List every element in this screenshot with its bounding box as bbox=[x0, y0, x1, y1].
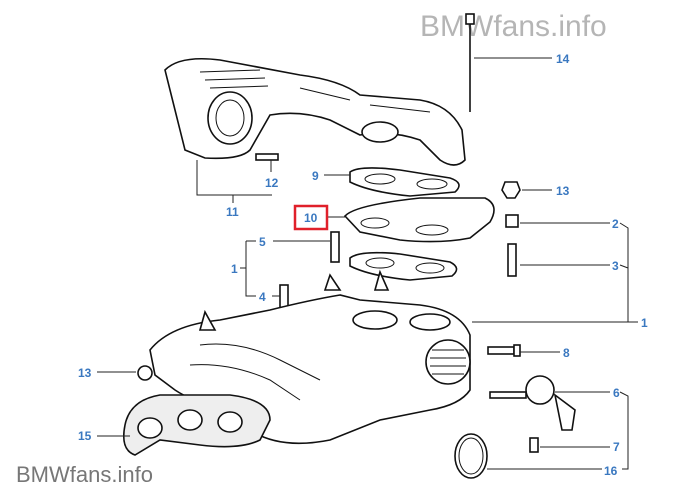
label-2[interactable]: 2 bbox=[612, 217, 619, 231]
nut-13-left bbox=[137, 365, 153, 381]
gasket-15 bbox=[122, 394, 271, 456]
label-16[interactable]: 16 bbox=[604, 464, 618, 478]
label-9[interactable]: 9 bbox=[312, 169, 319, 183]
nut-13 bbox=[501, 181, 521, 199]
stud-12 bbox=[255, 153, 279, 161]
watermark-bottom: BMWfans.info bbox=[16, 462, 153, 487]
label-8[interactable]: 8 bbox=[563, 346, 570, 360]
gasket-9 bbox=[349, 167, 460, 197]
label-1-left[interactable]: 1 bbox=[231, 262, 238, 276]
label-6[interactable]: 6 bbox=[613, 386, 620, 400]
bolt-8 bbox=[487, 344, 521, 357]
label-12[interactable]: 12 bbox=[265, 176, 279, 190]
label-13[interactable]: 13 bbox=[556, 184, 570, 198]
label-7[interactable]: 7 bbox=[613, 440, 620, 454]
stud-5 bbox=[330, 231, 340, 263]
label-1-right[interactable]: 1 bbox=[641, 316, 648, 330]
sleeve-2 bbox=[505, 214, 519, 228]
upper-intake-manifold bbox=[164, 57, 466, 166]
watermark-top: BMWfans.info bbox=[420, 10, 607, 43]
plate-10 bbox=[343, 197, 495, 243]
stud-3 bbox=[507, 243, 517, 277]
o-ring-16 bbox=[454, 433, 488, 479]
label-4[interactable]: 4 bbox=[259, 290, 266, 304]
label-3[interactable]: 3 bbox=[612, 259, 619, 273]
screw-7 bbox=[529, 437, 539, 453]
label-5[interactable]: 5 bbox=[259, 235, 266, 249]
label-14[interactable]: 14 bbox=[556, 52, 570, 66]
label-13-left[interactable]: 13 bbox=[78, 366, 92, 380]
label-10[interactable]: 10 bbox=[304, 211, 318, 225]
highlight-box bbox=[293, 204, 329, 231]
gasket-lower bbox=[349, 251, 458, 281]
bolt-14 bbox=[465, 13, 475, 112]
actuator-6 bbox=[489, 375, 576, 431]
label-15[interactable]: 15 bbox=[78, 429, 92, 443]
label-11[interactable]: 11 bbox=[226, 205, 239, 219]
leader-lines bbox=[97, 57, 638, 470]
